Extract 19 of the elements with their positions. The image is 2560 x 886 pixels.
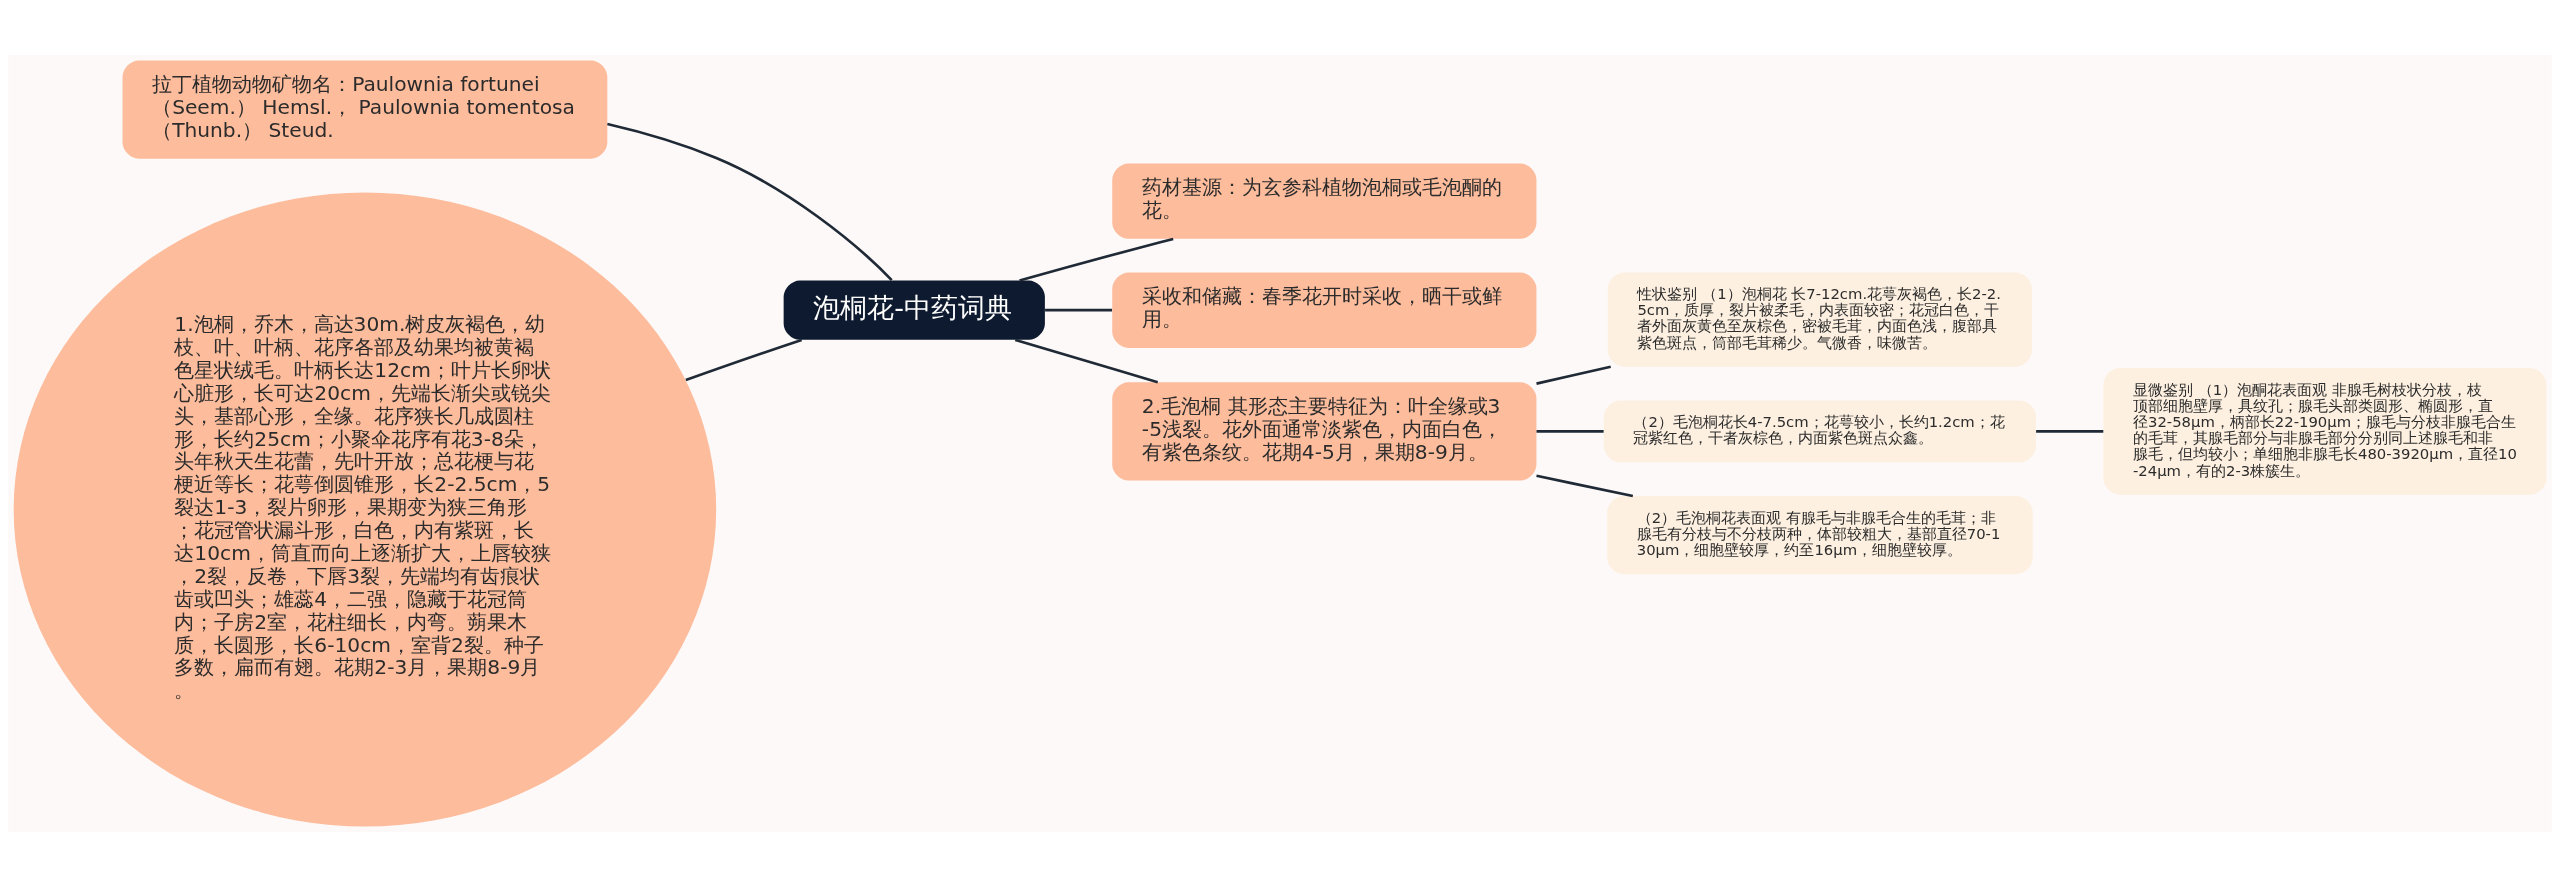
- connector: [1536, 429, 1604, 433]
- node-box: 采收和储藏：春季花开时采收，晒干或鲜用。: [1112, 272, 1537, 348]
- connector: [1536, 473, 1634, 497]
- connector: [1014, 338, 1159, 383]
- connector: [1536, 364, 1611, 385]
- connector: [1019, 237, 1174, 282]
- node-box: （2）毛泡桐花长4-7.5cm；花萼较小，长约1.2cm；花冠紫红色，干者灰棕色，内面紫色斑点众鑫。: [1603, 399, 2037, 462]
- node-box: 泡桐花-中药词典: [783, 280, 1045, 340]
- node-box: （2）毛泡桐花表面观 有腺毛与非腺毛合生的毛茸；非腺毛有分枝与不分枝两种，体部较粗大，基部直径70-130μm，细胞壁较厚，约至16μm，细胞壁较厚。: [1607, 495, 2033, 574]
- node-box: 显微鉴别 （1）泡酮花表面观 非腺毛树枝状分枝，枝顶部细胞壁厚，具纹孔；腺毛头部类圆形、椭圆形，直径32-58μm，柄部长22-190μm；腺毛与分枝非腺毛合生的毛茸，其腺毛部分与非腺毛部分分别同上述腺毛和非腺毛，但均较小；单细胞非腺毛长480-3920μm，直径10-24μm，有的2-3株簇生。: [2103, 367, 2547, 495]
- node-box: 拉丁植物动物矿物名：Paulownia fortunei （Seem.） Hemsl.， Paulownia tomentosa （Thunb.） Steud.: [122, 59, 608, 159]
- node-box: 药材基源：为玄参科植物泡桐或毛泡酮的花。: [1112, 162, 1537, 239]
- connector: [2036, 429, 2104, 433]
- node-box: 2.毛泡桐 其形态主要特征为：叶全缘或3-5浅裂。花外面通常淡紫色，内面白色，有紫色条纹。花期4-5月，果期8-9月。: [1112, 381, 1537, 481]
- connector: [685, 338, 803, 381]
- node-circle: 1.泡桐，乔木，高达30m.树皮灰褐色，幼枝、叶、叶柄、花序各部及幼果均被黄褐色星状绒毛。叶柄长达12cm；叶片长卵状心脏形，长可达20cm，先端长渐尖或锐尖头，基部心形，全缘。花序狭长几成圆柱形，长约25cm；小聚伞花序有花3-8朵，头年秋天生花蕾，先叶开放；总花梗与花梗近等长；花萼倒圆锥形，长2-2.5cm，5裂达1-3，裂片卵形，果期变为狭三角形；花冠管状漏斗形，白色，内有紫斑，长达10cm，筒直而向上逐渐扩大，上唇较狭，2裂，反卷，下唇3裂，先端均有齿痕状齿或凹头；雄蕊4，二强，隐藏于花冠筒内；子房2室，花柱细长，内弯。蒴果木质，长圆形，长6-10cm，室背2裂。种子多数，扁而有翅。花期2-3月，果期8-9月。: [13, 191, 717, 827]
- connector: [607, 122, 893, 281]
- node-box: 性状鉴别 （1）泡桐花 长7-12cm.花萼灰褐色，长2-2.5cm，质厚，裂片被柔毛，内表面较密；花冠白色，干者外面灰黄色至灰棕色，密被毛茸，内面色浅，腹部具紫色斑点，筒部毛茸稀少。气微香，味微苦。: [1607, 272, 2032, 367]
- connector: [1045, 308, 1113, 312]
